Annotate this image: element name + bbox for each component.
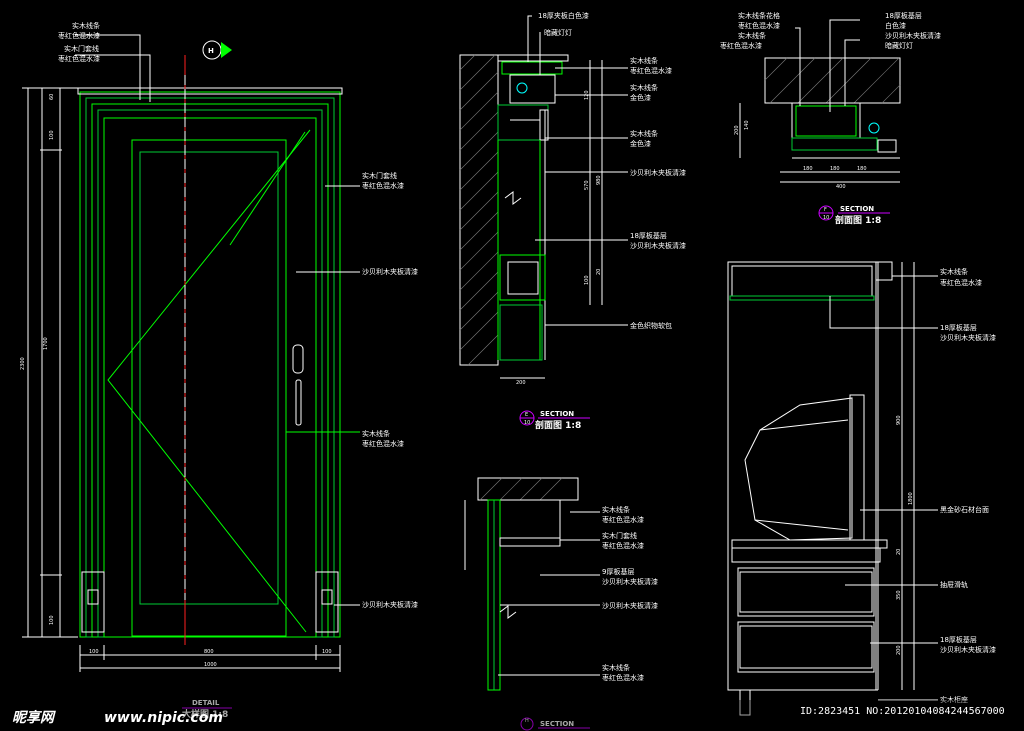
section-tr-marker: F bbox=[824, 207, 827, 213]
section-bottom: 实木线条 枣红色混水漆 实木门套线 枣红色混水漆 9厚板基层 沙贝利木夹板清漆 … bbox=[464, 477, 658, 731]
section-mid-dim-6: 20 bbox=[596, 269, 602, 275]
section-mid-dim-3: 980 bbox=[596, 175, 602, 185]
section-tr-marker-sheet: 10 bbox=[823, 215, 829, 221]
dim-left-1: 2300 bbox=[20, 357, 26, 370]
section-b-marker: H bbox=[525, 718, 529, 724]
section-b-note-3: 实木门套线 bbox=[602, 531, 637, 540]
section-b-note-7: 沙贝利木夹板清漆 bbox=[602, 601, 658, 610]
section-mid-note-2: 暗藏灯灯 bbox=[544, 28, 572, 37]
door-note-2: 枣红色混水漆 bbox=[58, 31, 100, 40]
watermark-brand: 昵享网 bbox=[12, 709, 56, 726]
section-mid-marker-sheet: 10 bbox=[524, 420, 530, 426]
section-tr-dim-5: 200 bbox=[734, 125, 740, 135]
section-mid-dim-2: 570 bbox=[584, 180, 590, 190]
section-mid-note-12: 金色织物软包 bbox=[630, 321, 672, 330]
section-b-note-5: 9厚板基层 bbox=[602, 567, 634, 576]
section-b-note-2: 枣红色混水漆 bbox=[602, 515, 644, 524]
section-middle: 200 570 980 100 120 20 18厚夹板白色漆 暗藏灯灯 实木线… bbox=[459, 11, 686, 431]
tv-note-9: 实木柜座 bbox=[940, 695, 968, 704]
section-tr-tag: SECTION bbox=[840, 205, 874, 213]
tv-note-8: 沙贝利木夹板清漆 bbox=[940, 645, 996, 654]
door-title-tag: DETAIL bbox=[192, 699, 220, 707]
section-tr-note-3: 18厚板基层 bbox=[885, 11, 922, 20]
tv-note-3: 18厚板基层 bbox=[940, 323, 977, 332]
section-mid-note-1: 18厚夹板白色漆 bbox=[538, 11, 589, 20]
dim-bottom-1: 100 bbox=[89, 649, 99, 655]
tv-note-2: 枣红色混水漆 bbox=[940, 278, 982, 287]
section-mid-note-4: 枣红色混水漆 bbox=[630, 66, 672, 75]
section-b-note-9: 枣红色混水漆 bbox=[602, 673, 644, 682]
door-marker: H bbox=[208, 47, 214, 55]
section-tr-note-4: 白色漆 bbox=[885, 21, 906, 30]
section-b-note-1: 实木线条 bbox=[602, 505, 630, 514]
section-tr-dim-2: 180 bbox=[830, 166, 840, 172]
section-mid-note-9: 沙贝利木夹板清漆 bbox=[630, 168, 686, 177]
section-mid-note-3: 实木线条 bbox=[630, 56, 658, 65]
watermark: 昵享网 www.nipic.com ID:2823451 NO:20120104… bbox=[0, 700, 1024, 731]
dim-left-2: 1700 bbox=[43, 337, 49, 350]
section-mid-note-8: 金色漆 bbox=[630, 139, 651, 148]
section-top-right: 180 180 180 400 200 140 实木线条花格 枣红色混水漆 18… bbox=[720, 11, 941, 226]
dim-bottom-4: 1000 bbox=[204, 662, 217, 668]
door-note-3: 实木门套线 bbox=[64, 44, 99, 53]
tv-note-5: 黑金砂石材台面 bbox=[940, 505, 989, 514]
watermark-site: www.nipic.com bbox=[104, 710, 223, 726]
section-tr-dim-3: 180 bbox=[857, 166, 867, 172]
dim-bottom-2: 800 bbox=[204, 649, 214, 655]
section-b-note-6: 沙贝利木夹板清漆 bbox=[602, 577, 658, 586]
section-mid-title: 剖面图 1:8 bbox=[535, 419, 581, 431]
tv-dim-5: 20 bbox=[896, 549, 902, 555]
section-mid-tag: SECTION bbox=[540, 410, 574, 418]
tv-note-6: 抽屉滑轨 bbox=[940, 580, 968, 589]
section-mid-dim-4: 100 bbox=[584, 275, 590, 285]
section-b-note-4: 枣红色混水漆 bbox=[602, 541, 644, 550]
door-title: 大样图 1:8 bbox=[182, 708, 228, 720]
tv-dim-2: 1800 bbox=[908, 492, 914, 505]
door-note-5: 实木门套线 bbox=[362, 171, 397, 180]
door-note-4: 枣红色混水漆 bbox=[58, 54, 100, 63]
dim-left-4: 100 bbox=[49, 130, 55, 140]
section-tr-note-8: 暗藏灯灯 bbox=[885, 41, 913, 50]
door-note-1: 实木线条 bbox=[72, 21, 100, 30]
tv-note-1: 实木线条 bbox=[940, 267, 968, 276]
watermark-id: ID:2823451 NO:20120104084244567000 bbox=[800, 706, 1005, 717]
section-tr-dim-1: 180 bbox=[803, 166, 813, 172]
section-b-note-8: 实木线条 bbox=[602, 663, 630, 672]
section-tr-note-1: 实木线条花格 bbox=[738, 11, 780, 20]
section-mid-dim-1: 200 bbox=[516, 380, 526, 386]
tv-dim-1: 900 bbox=[896, 415, 902, 425]
tv-dim-4: 200 bbox=[896, 645, 902, 655]
section-tr-dim-6: 140 bbox=[744, 120, 750, 130]
tv-note-4: 沙贝利木夹板清漆 bbox=[940, 333, 996, 342]
door-note-7: 沙贝利木夹板清漆 bbox=[362, 267, 418, 276]
door-note-6: 枣红色混水漆 bbox=[362, 181, 404, 190]
tv-cabinet: 900 1800 350 200 20 实木线条 枣红色混水漆 18厚板基层 沙… bbox=[727, 261, 996, 716]
door-note-10: 沙贝利木夹板清漆 bbox=[362, 600, 418, 609]
door-elevation: H 2300 1700 60 100 100 100 800 100 1000 … bbox=[20, 21, 418, 720]
section-tr-title: 剖面图 1:8 bbox=[835, 214, 881, 226]
tv-note-7: 18厚板基层 bbox=[940, 635, 977, 644]
section-tr-note-2: 枣红色混水漆 bbox=[738, 21, 780, 30]
section-tr-note-7: 沙贝利木夹板清漆 bbox=[885, 31, 941, 40]
section-mid-note-6: 金色漆 bbox=[630, 93, 651, 102]
section-b-tag: SECTION bbox=[540, 720, 574, 728]
section-tr-note-6: 枣红色混水漆 bbox=[720, 41, 762, 50]
door-note-8: 实木线条 bbox=[362, 429, 390, 438]
section-mid-note-11: 沙贝利木夹板清漆 bbox=[630, 241, 686, 250]
section-mid-note-5: 实木线条 bbox=[630, 83, 658, 92]
section-mid-note-10: 18厚板基层 bbox=[630, 231, 667, 240]
dim-left-5: 100 bbox=[49, 615, 55, 625]
tv-dim-3: 350 bbox=[896, 590, 902, 600]
section-tr-dim-4: 400 bbox=[836, 184, 846, 190]
door-note-9: 枣红色混水漆 bbox=[362, 439, 404, 448]
section-tr-note-5: 实木线条 bbox=[738, 31, 766, 40]
dim-left-3: 60 bbox=[49, 94, 55, 100]
dim-bottom-3: 100 bbox=[322, 649, 332, 655]
section-mid-note-7: 实木线条 bbox=[630, 129, 658, 138]
section-mid-marker: E bbox=[525, 412, 528, 418]
